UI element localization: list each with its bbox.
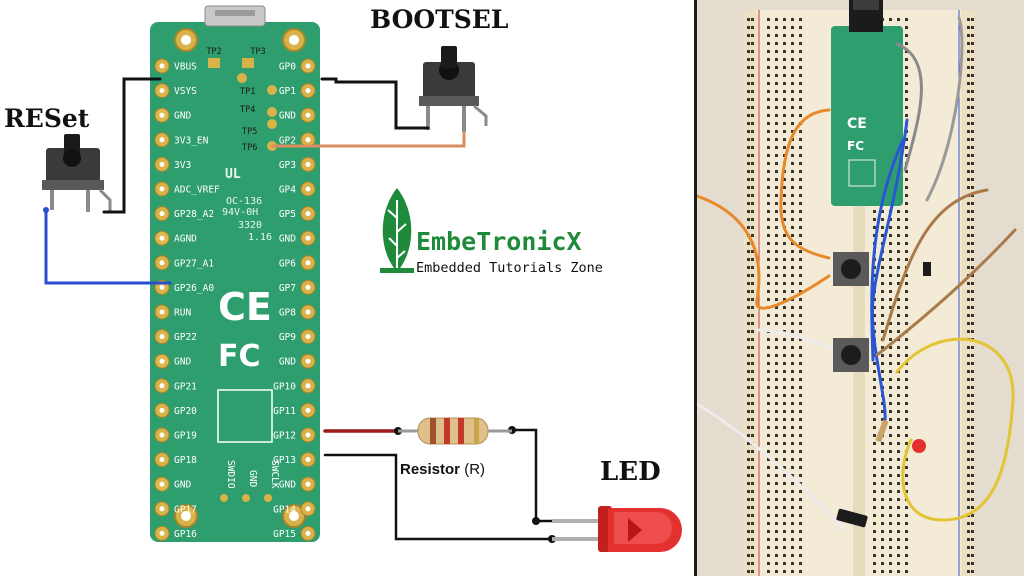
wire-reset-run [44, 208, 172, 285]
svg-text:UL: UL [225, 167, 241, 182]
right-pin-label: GP8 [279, 308, 296, 319]
right-pin-label: GP15 [273, 529, 296, 540]
right-pin-label: GP4 [279, 185, 296, 196]
left-pin-label: GP28_A2 [174, 209, 214, 220]
tp1-label: TP1 [240, 87, 255, 97]
right-pin-label: GND [279, 111, 296, 122]
tp5-label: TP5 [242, 127, 257, 137]
left-pin-label: GP16 [174, 529, 197, 540]
right-pin-label: GP14 [273, 504, 296, 515]
left-pin-label: VSYS [174, 86, 197, 97]
left-pin-label: 3V3_EN [174, 135, 209, 146]
left-pin-label: GP19 [174, 431, 197, 442]
ce-mark: CE [218, 285, 272, 329]
left-pin-label: GND [174, 480, 191, 491]
right-pin-label: GP2 [279, 135, 296, 146]
right-pin-pads [300, 58, 316, 541]
chip-outline [217, 389, 273, 443]
right-pin-labels: GP0GP1GNDGP2GP3GP4GP5GNDGP6GP7GP8GP9GNDG… [273, 62, 296, 540]
right-pin-label: GP9 [279, 332, 296, 343]
swclk-label: SWCLK [269, 460, 280, 489]
photo-button-1 [833, 252, 869, 286]
left-pin-label: GND [174, 111, 191, 122]
left-pin-label: RUN [174, 308, 191, 319]
right-pin-label: GP13 [273, 455, 296, 466]
swd-gnd-label: GND [247, 470, 258, 487]
wires [44, 77, 602, 541]
left-pin-label: AGND [174, 234, 197, 245]
left-pin-pads [154, 58, 170, 541]
photo-button-2 [833, 338, 869, 372]
right-pin-label: GP12 [273, 431, 296, 442]
wire-bootsel-gnd [320, 77, 430, 130]
bootsel-button [419, 46, 488, 132]
resistor-label: Resistor (R) [400, 461, 485, 478]
silkscreen: UL OC-136 94V-0H 3320 1.16 [222, 167, 272, 243]
tp2-label: TP2 [206, 47, 221, 57]
brand-logo: EmbeTronicX Embedded Tutorials Zone [380, 188, 603, 276]
silk-line-4: 1.16 [248, 232, 272, 243]
breadboard-photo: CE FC [697, 0, 1024, 576]
reset-label: RESet [4, 104, 90, 133]
pico-on-breadboard: CE FC [831, 0, 903, 206]
led-label: LED [600, 457, 661, 487]
wire-gnd-led [323, 453, 602, 541]
left-pin-label: GP27_A1 [174, 258, 214, 269]
wire-bootsel-tp6 [270, 130, 466, 148]
wire-reset-gnd [102, 77, 162, 214]
led [552, 506, 682, 552]
divider-line [694, 0, 697, 576]
left-pin-label: VBUS [174, 62, 197, 73]
resistor [398, 417, 512, 445]
fc-mark: FC [218, 339, 261, 374]
right-pin-label: GP1 [279, 86, 296, 97]
right-pin-label: GP11 [273, 406, 296, 417]
brand-tagline: Embedded Tutorials Zone [416, 260, 603, 276]
wire-resistor-led [510, 428, 602, 523]
bootsel-label: BOOTSEL [370, 5, 509, 34]
tp3-label: TP3 [250, 47, 265, 57]
right-pin-label: GP3 [279, 160, 296, 171]
right-pin-label: GND [279, 480, 296, 491]
right-pin-label: GND [279, 234, 296, 245]
silk-line-2: 94V-0H [222, 207, 258, 218]
left-pin-label: 3V3 [174, 160, 191, 171]
silk-line-3: 3320 [238, 220, 262, 231]
photo-wires [697, 16, 1017, 532]
svg-text:CE: CE [847, 116, 867, 132]
left-pin-label: GND [174, 357, 191, 368]
left-pin-label: GP18 [174, 455, 197, 466]
right-pin-label: GP0 [279, 62, 296, 73]
left-pin-label: ADC_VREF [174, 185, 220, 196]
left-pin-label: GP17 [174, 504, 197, 515]
brand-name: EmbeTronicX [416, 227, 582, 256]
right-pin-label: GP5 [279, 209, 296, 220]
swdio-label: SWDIO [225, 460, 236, 489]
tp6-label: TP6 [242, 143, 257, 153]
left-pin-label: GP22 [174, 332, 197, 343]
svg-text:FC: FC [847, 139, 864, 153]
tp4-label: TP4 [240, 105, 255, 115]
right-pin-label: GP7 [279, 283, 296, 294]
left-pin-label: GP21 [174, 381, 197, 392]
right-pin-label: GP6 [279, 258, 296, 269]
left-pin-label: GP26_A0 [174, 283, 214, 294]
left-pin-label: GP20 [174, 406, 197, 417]
right-pin-label: GP10 [273, 381, 296, 392]
pico-board-body [150, 22, 320, 542]
photo-led [912, 439, 926, 453]
right-pin-label: GND [279, 357, 296, 368]
reset-button [42, 134, 112, 212]
silk-line-1: OC-136 [226, 196, 262, 207]
